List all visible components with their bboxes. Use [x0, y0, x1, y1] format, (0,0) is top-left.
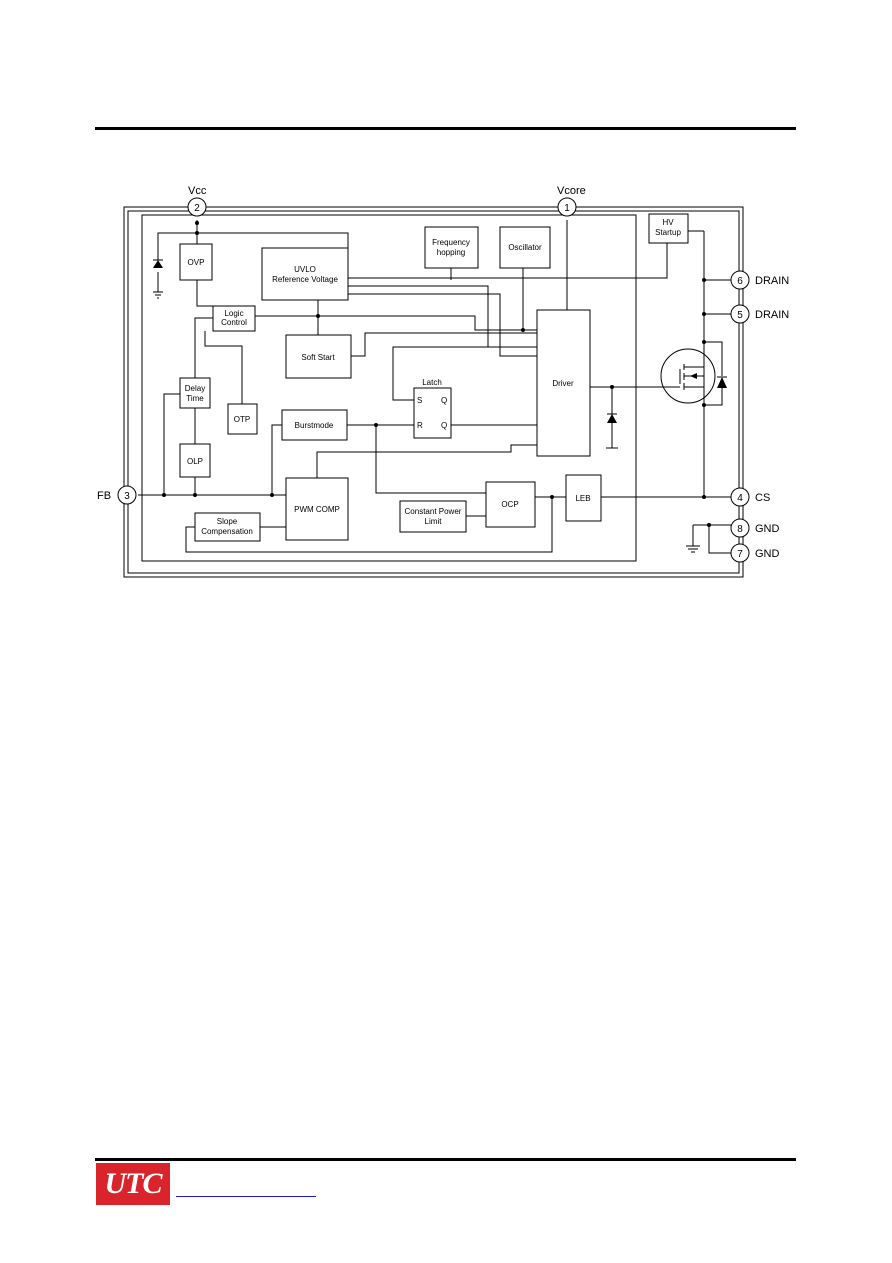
delay-time-block — [179, 377, 211, 409]
latch-q-label: Q — [441, 396, 447, 405]
cpl-label-2: Limit — [425, 517, 443, 526]
drain-6-label: DRAIN — [755, 275, 789, 287]
pin-8-number: 8 — [737, 524, 743, 535]
pin-5-number: 5 — [737, 310, 743, 321]
latch-block — [413, 387, 452, 439]
slope-label-1: Slope — [217, 517, 238, 526]
drain-5-label: DRAIN — [755, 309, 789, 321]
logic-label-1: Logic — [224, 309, 243, 318]
hv-startup-block — [648, 213, 689, 244]
pin-7-circle — [730, 543, 750, 563]
olp-label: OLP — [187, 457, 203, 466]
leb-label: LEB — [575, 494, 590, 503]
pin-7-number: 7 — [737, 549, 743, 560]
pin-4-circle — [730, 487, 750, 507]
uvlo-label-2: Reference Voltage — [272, 275, 338, 284]
frequency-label-1: Frequency — [432, 238, 470, 247]
pin-4-number: 4 — [737, 493, 743, 504]
driver-block — [536, 309, 591, 457]
pin-2-circle — [187, 197, 207, 217]
pin-6-number: 6 — [737, 276, 743, 287]
pin-1-circle — [557, 197, 577, 217]
pin-8-circle — [730, 518, 750, 538]
utc-logo-text: UTC — [104, 1167, 163, 1200]
vcc-clamp-diode — [153, 259, 163, 268]
gnd-8-label: GND — [755, 523, 780, 535]
uvlo-block — [261, 247, 349, 301]
ocp-block — [485, 481, 536, 528]
frequency-label-2: hopping — [437, 248, 465, 257]
mosfet-symbol — [660, 348, 716, 404]
footer-rule — [95, 1158, 796, 1161]
latch-qb-label: Q — [441, 421, 447, 430]
pin-3-circle — [117, 485, 137, 505]
cpl-label-1: Constant Power — [405, 507, 462, 516]
slope-label-2: Compensation — [201, 527, 253, 536]
delay-label-1: Delay — [185, 384, 205, 393]
vcore-label: Vcore — [557, 185, 586, 197]
mosfet-arrow — [690, 373, 697, 379]
header-rule — [95, 127, 796, 130]
soft-start-label: Soft Start — [301, 353, 335, 362]
latch-s-label: S — [417, 396, 422, 405]
pin-1-number: 1 — [564, 203, 570, 214]
cs-label: CS — [755, 492, 770, 504]
leb-block — [565, 474, 602, 522]
pin-3-number: 3 — [124, 491, 130, 502]
fb-pin-label: FB — [97, 490, 111, 502]
pwm-label: PWM COMP — [294, 505, 340, 514]
junction-dots — [162, 221, 711, 527]
pin-2-number: 2 — [194, 203, 200, 214]
driver-clamp-diode — [607, 413, 617, 423]
delay-label-2: Time — [186, 394, 204, 403]
ovp-block — [179, 243, 213, 281]
mosfet-body-diode — [717, 376, 727, 388]
pin-6-circle — [730, 270, 750, 290]
oscillator-label: Oscillator — [508, 243, 542, 252]
driver-label: Driver — [552, 379, 574, 388]
ocp-label: OCP — [501, 500, 518, 509]
otp-label: OTP — [234, 415, 250, 424]
hv-label-1: HV — [662, 218, 674, 227]
utc-logo: UTC — [96, 1163, 170, 1205]
ovp-label: OVP — [188, 258, 205, 267]
die-outline — [141, 214, 637, 562]
burstmode-label: Burstmode — [295, 421, 334, 430]
package-outline-middle — [127, 210, 740, 574]
latch-r-label: R — [417, 421, 423, 430]
gnd-7-label: GND — [755, 548, 780, 560]
vcc-label: Vcc — [188, 185, 207, 197]
website-link-underline[interactable] — [176, 1196, 316, 1197]
oscillator-block — [499, 226, 551, 269]
latch-label: Latch — [422, 378, 442, 387]
uvlo-label-1: UVLO — [294, 265, 316, 274]
hv-label-2: Startup — [655, 228, 681, 237]
logic-label-2: Control — [221, 318, 247, 327]
pin-5-circle — [730, 304, 750, 324]
